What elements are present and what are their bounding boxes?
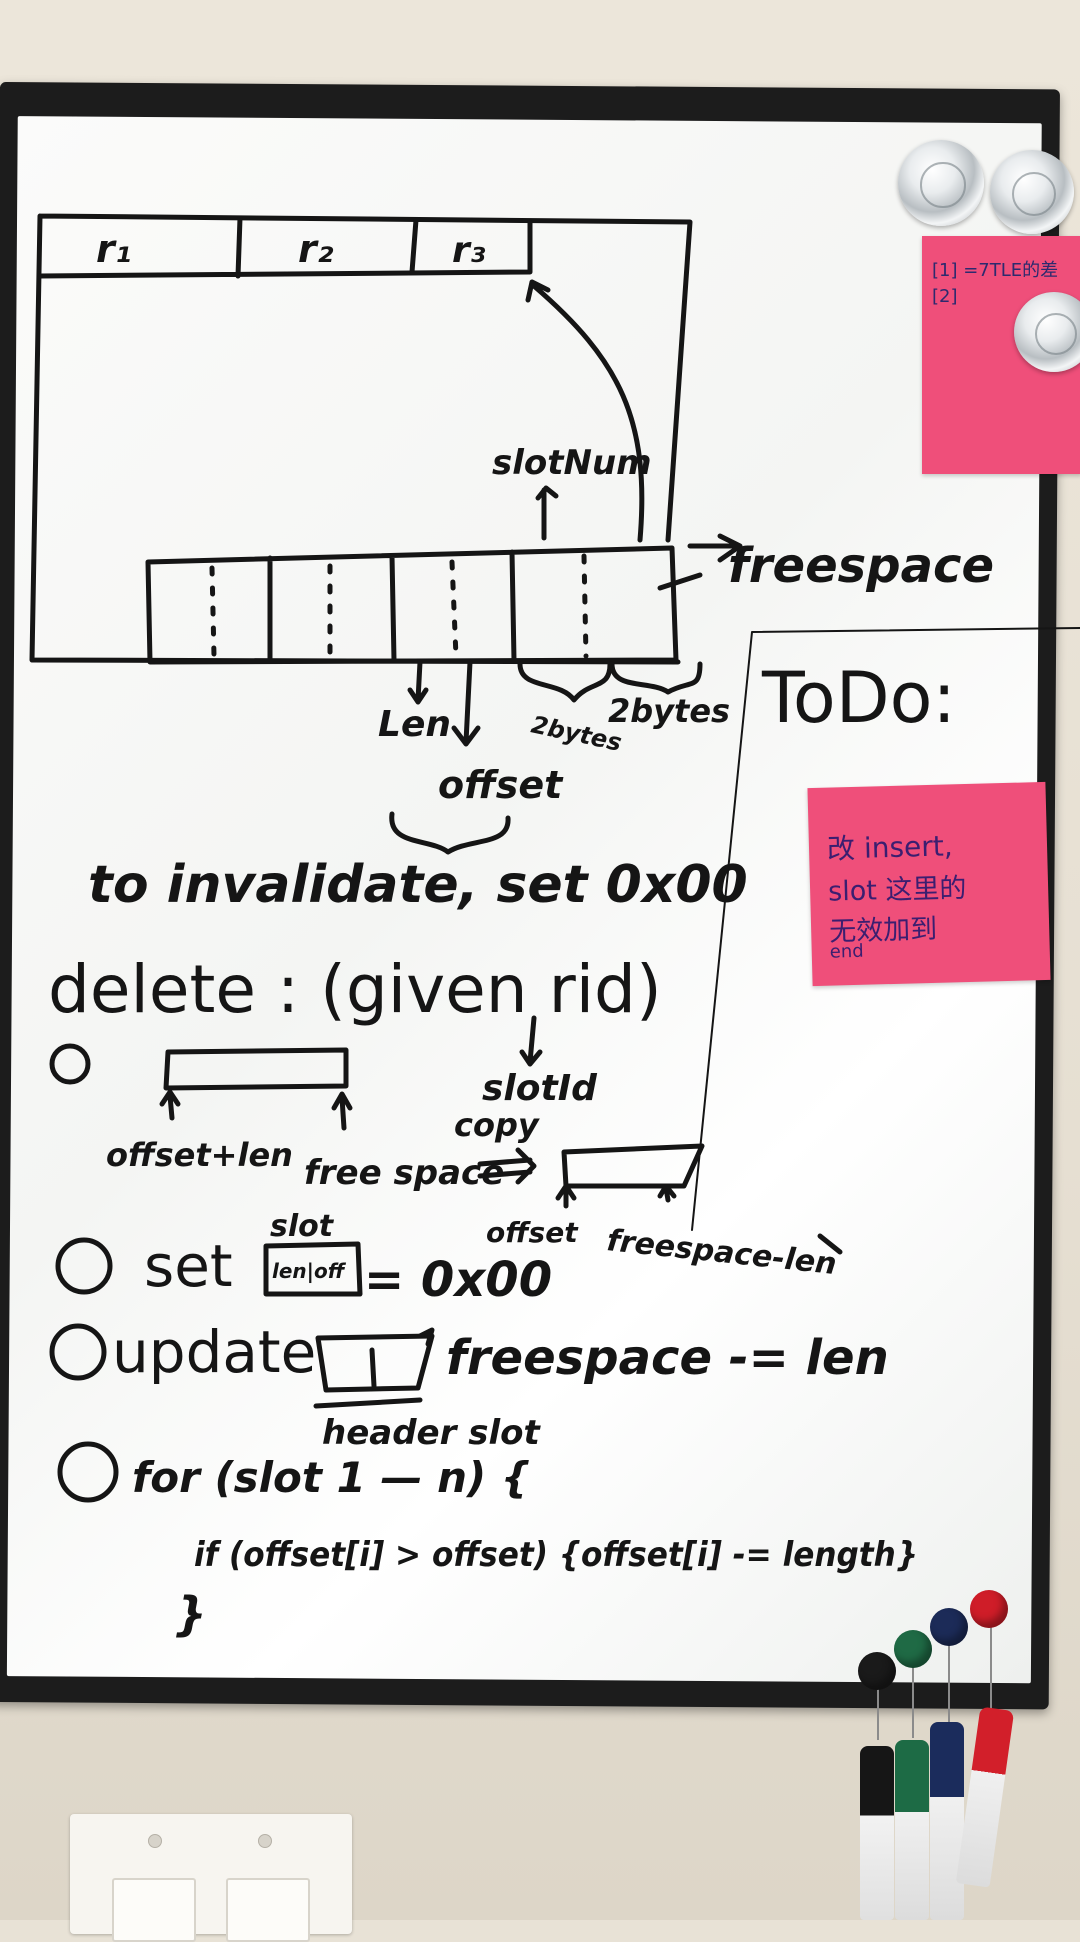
magnet-top-left bbox=[898, 140, 984, 226]
record-r2: r₂ bbox=[298, 227, 334, 271]
marker-cord-green bbox=[912, 1648, 914, 1738]
marker-ball-green bbox=[894, 1630, 932, 1668]
len-label: Len bbox=[378, 704, 451, 745]
step2-slot-box-text: len|off bbox=[272, 1259, 347, 1283]
step3-update: update bbox=[112, 1318, 316, 1386]
copy-arrow-left bbox=[555, 1183, 577, 1209]
header-slot-label: header slot bbox=[322, 1413, 541, 1453]
step1-circle bbox=[49, 1043, 91, 1085]
records-row bbox=[37, 215, 533, 279]
freespace-curve-arrow bbox=[525, 279, 645, 543]
light-switch-right[interactable] bbox=[226, 1878, 310, 1942]
copy-arrow bbox=[477, 1147, 537, 1185]
step3-circle bbox=[49, 1323, 107, 1381]
slot-directory bbox=[145, 545, 679, 665]
step3-arrow bbox=[417, 1327, 435, 1347]
todo-frame bbox=[691, 627, 1080, 1231]
offset-label: offset bbox=[438, 763, 564, 807]
marker-ball-blue bbox=[930, 1608, 968, 1646]
offset-arrow bbox=[451, 659, 481, 747]
offset-len-label: offset+len bbox=[106, 1136, 293, 1174]
step4-close: } bbox=[174, 1587, 207, 1641]
sticky-note-top-line1: [1] =7TLE的差 bbox=[932, 260, 1059, 281]
step1-arrow-right bbox=[331, 1091, 353, 1131]
two-bytes-label-b: 2bytes bbox=[608, 692, 730, 730]
brace-2bytes-b bbox=[609, 661, 703, 695]
record-r3: r₃ bbox=[452, 230, 486, 271]
copy-arrow-right bbox=[657, 1183, 677, 1203]
slot-id-label: slotId bbox=[482, 1068, 598, 1109]
record-r1: r₁ bbox=[96, 227, 131, 271]
step2-set: set bbox=[144, 1232, 233, 1300]
step1-rect bbox=[163, 1047, 349, 1091]
slotnum-label: slotNum bbox=[492, 443, 652, 483]
step2-circle bbox=[55, 1237, 113, 1295]
step4-if: if (offset[i] > offset) {offset[i] -= le… bbox=[194, 1535, 918, 1575]
step4-circle bbox=[57, 1441, 119, 1503]
switch-screw-right bbox=[258, 1834, 272, 1848]
magnet-on-sticky bbox=[1014, 292, 1080, 372]
freespace-pointer bbox=[657, 533, 743, 591]
offset-label-2: offset bbox=[486, 1216, 579, 1249]
step2-slot-box bbox=[263, 1241, 363, 1297]
page-outline bbox=[29, 213, 693, 665]
invalidate-line: to invalidate, set 0x00 bbox=[88, 855, 748, 915]
switch-screw-left bbox=[148, 1834, 162, 1848]
step3-slot-sketch bbox=[313, 1333, 435, 1409]
magnet-top-right bbox=[990, 150, 1074, 234]
slot-divider-dots bbox=[209, 553, 589, 659]
freespace-len-label: freespace-len bbox=[605, 1223, 838, 1282]
brace-offset bbox=[389, 811, 511, 855]
step1-arrow-left bbox=[159, 1089, 181, 1121]
step2-slot-label: slot bbox=[270, 1209, 335, 1244]
marker-ball-red bbox=[970, 1590, 1008, 1628]
free-space-label: free space bbox=[304, 1153, 504, 1193]
step4-for: for (slot 1 — n) { bbox=[132, 1453, 531, 1502]
marker-blue bbox=[930, 1722, 964, 1920]
marker-black bbox=[860, 1746, 894, 1920]
light-switch-left[interactable] bbox=[112, 1878, 196, 1942]
step3-freespace: freespace -= len bbox=[446, 1330, 889, 1386]
freespace-label: freespace bbox=[728, 538, 994, 594]
step4-brace-hint bbox=[817, 1233, 843, 1255]
delete-heading: delete : (given rid) bbox=[48, 951, 662, 1028]
step2-value: = 0x00 bbox=[364, 1252, 552, 1308]
brace-2bytes-a bbox=[517, 661, 613, 703]
marker-cord-blue bbox=[948, 1634, 950, 1734]
copy-rect bbox=[561, 1143, 705, 1189]
rid-arrow bbox=[519, 1015, 543, 1067]
slotnum-arrow bbox=[535, 485, 559, 541]
marker-ball-black bbox=[858, 1652, 896, 1690]
marker-cord-red bbox=[990, 1610, 992, 1720]
len-arrow bbox=[407, 659, 429, 705]
marker-green bbox=[895, 1740, 929, 1920]
copy-label: copy bbox=[454, 1106, 540, 1144]
marker-cord-black bbox=[877, 1660, 879, 1740]
todo-title: ToDo: bbox=[761, 657, 956, 739]
sticky-note-top-line2: [2] bbox=[932, 286, 958, 307]
